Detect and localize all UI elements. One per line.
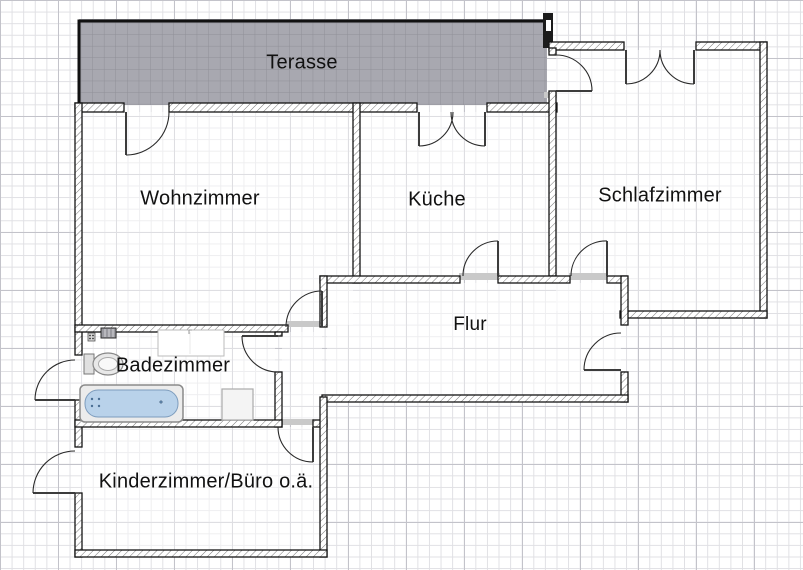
schlafzimmer-door-sill [569, 273, 608, 280]
kinderzimmer-floor [82, 427, 320, 550]
room-label-kinderzimmer: Kinderzimmer/Büro o.ä. [98, 470, 314, 493]
kueche-floor [360, 112, 549, 276]
wall-bad-right-2 [274, 371, 283, 428]
terrace-grid [79, 19, 547, 105]
room-label-kueche: Küche [408, 188, 466, 211]
wall-partition-wohn-kueche [352, 102, 361, 284]
door-terrace-wohnzimmer [125, 111, 170, 156]
wall-kueche-schlaf-2 [548, 90, 557, 277]
washbasin [157, 329, 225, 357]
shower-tray [221, 388, 254, 421]
door-flur-kueche [462, 240, 499, 277]
wall-kinder-bottom [74, 549, 328, 558]
wall-schlaf-right [759, 41, 768, 319]
terrace-area [77, 13, 553, 105]
wall-left-1 [74, 102, 83, 356]
terrace-border [77, 19, 545, 105]
door-flur-schlafzimmer [570, 240, 608, 277]
door-terrace-schlafzimmer [555, 54, 593, 92]
flur-floor [327, 283, 621, 395]
wall-flur-top-1 [319, 275, 461, 284]
wall-kinder-right [319, 396, 328, 558]
door-flur-badezimmer [241, 335, 279, 373]
room-label-wohnzimmer: Wohnzimmer [140, 187, 260, 210]
door-flur-kinderzimmer [277, 426, 314, 463]
kueche-door-sill [459, 273, 500, 280]
door-exterior-kinderzimmer [32, 450, 76, 494]
doors [32, 49, 695, 494]
toilet [83, 352, 124, 376]
wall-left-3 [74, 492, 83, 558]
wall-schlaf-top-1 [548, 41, 625, 51]
wall-schlaf-bottom [619, 310, 768, 319]
flur-pocket-floor [282, 332, 322, 420]
vent-icon [87, 332, 96, 342]
wall-schlaf-top-2 [695, 41, 768, 51]
wall-top-2 [168, 102, 418, 113]
schlafzimmer-floor [556, 50, 760, 311]
door-terrace-kueche-double [418, 111, 486, 147]
wall-flur-bottom [321, 394, 629, 403]
kinderzimmer-door-sill [282, 419, 314, 425]
room-label-badezimmer: Badezimmer [115, 354, 231, 377]
door-schlafzimmer-double [625, 49, 695, 85]
wall-flur-left [319, 275, 328, 328]
terrace-post-inset [546, 20, 551, 31]
radiator-icon [100, 327, 117, 339]
wall-bad-right-1 [274, 331, 283, 337]
bathroom-fixtures [79, 327, 254, 423]
room-label-schlafzimmer: Schlafzimmer [598, 184, 722, 207]
walls [74, 41, 768, 558]
wall-flur-right-1 [620, 275, 629, 326]
wall-flur-top-2 [497, 275, 571, 284]
door-flur-wohnzimmer [285, 290, 323, 328]
wall-kueche-schlaf-1 [548, 47, 557, 56]
door-exterior-badezimmer [34, 359, 76, 401]
wohnzimmer-floor [82, 112, 353, 325]
wohnzimmer-door-sill [287, 321, 323, 327]
room-label-terasse: Terasse [266, 51, 338, 74]
door-entrance [583, 332, 622, 371]
bathtub [79, 384, 184, 423]
room-label-flur: Flur [453, 314, 487, 335]
wall-top-3 [486, 102, 558, 113]
